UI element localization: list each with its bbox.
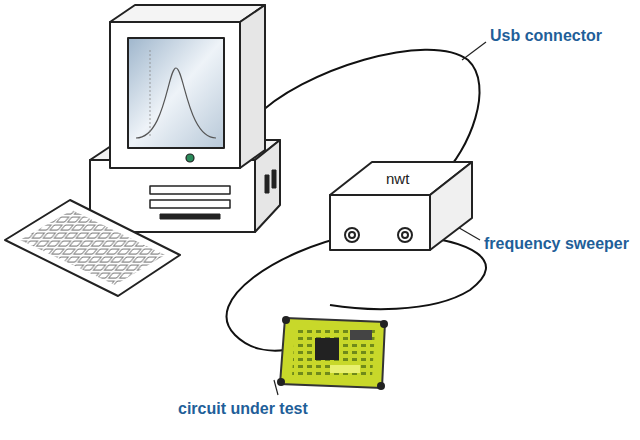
computer	[90, 5, 280, 232]
callout-label: Usb connector	[490, 27, 602, 45]
callout-label: circuit under test	[178, 400, 308, 418]
instrument-box: nwt	[326, 158, 476, 254]
callout-label: frequency sweeper	[484, 235, 629, 253]
leader-line	[274, 42, 486, 395]
box-label: nwt	[386, 170, 409, 187]
circuit-board	[277, 316, 388, 390]
keyboard	[5, 200, 180, 296]
